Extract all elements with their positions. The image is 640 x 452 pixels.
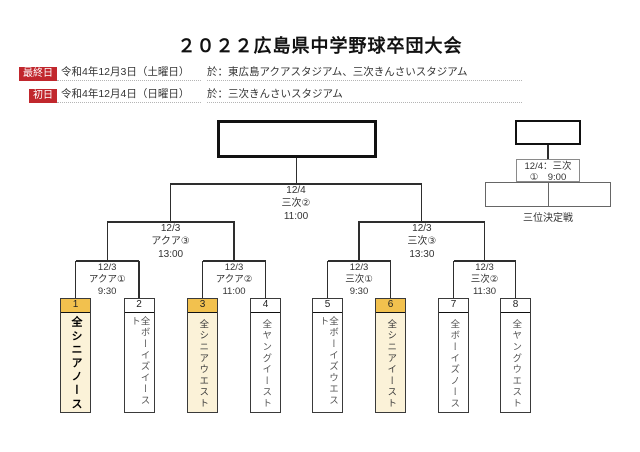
connector-third-place-riser — [547, 145, 549, 159]
quarterfinal2-time: 11:00 — [222, 286, 246, 298]
final-time: 11:00 — [283, 211, 309, 222]
third-place-time: ① 9:00 — [529, 172, 567, 183]
team-box-6: 6 全シニアイースト — [375, 298, 406, 413]
third-place-match-info: 12/4：三次 ① 9:00 — [516, 159, 580, 183]
semifinal-left-label: 12/3 アクア③ 13:00 — [151, 222, 189, 261]
quarterfinal2-date: 12/3 — [224, 261, 244, 273]
semifinal-left-venue: アクア③ — [151, 236, 190, 247]
team-box-5: 5 全ボーイズウエスト — [312, 298, 343, 413]
quarterfinal3-venue: 三次① — [345, 273, 373, 285]
team-box-7: 7 全ボーイズノース — [438, 298, 469, 413]
connector-team5-stub — [326, 261, 329, 298]
connector-semifinal-left-horizontal — [107, 221, 234, 223]
third-place-slot-left — [486, 183, 549, 206]
final-match-label: 12/4 三次② 11:00 — [282, 184, 311, 223]
connector-team7-stub — [452, 261, 455, 298]
quarterfinal3-date: 12/3 — [349, 261, 369, 273]
final-day-date: 令和4年12月3日（土曜日） — [57, 65, 201, 81]
first-day-venue: 於：三次きんさいスタジアム — [207, 87, 522, 103]
quarterfinal1-venue: アクア① — [88, 273, 126, 285]
connector-team6-stub — [389, 261, 392, 298]
team-seed-number: 2 — [124, 299, 154, 313]
team-name: 全シニアノース — [70, 316, 82, 412]
third-place-label: 三位決定戦 — [523, 213, 573, 224]
connector-semifinal-right-horizontal — [359, 221, 485, 223]
semifinal-left-time: 13:00 — [158, 249, 184, 260]
semifinal-right-time: 13:30 — [409, 249, 435, 260]
team-name: 全シニアイースト — [385, 318, 397, 410]
semifinal-right-venue: 三次③ — [407, 236, 437, 247]
connector-qf3-horizontal — [327, 260, 391, 262]
connector-semifinal-right-drop — [420, 183, 423, 221]
team-name: 全シニアウエスト — [197, 318, 209, 410]
team-box-1: 1 全シニアノース — [60, 298, 91, 413]
info-row-final-day: 最終日 令和4年12月3日（土曜日） 於：東広島アクアスタジアム、三次きんさいス… — [19, 65, 522, 81]
final-day-badge: 最終日 — [19, 67, 57, 81]
team-box-2: 2 全ボーイズイースト — [123, 298, 155, 413]
quarterfinal4-date: 12/3 — [475, 261, 494, 273]
third-place-winner-box — [515, 120, 581, 145]
quarterfinal1-date: 12/3 — [97, 261, 117, 273]
connector-team4-stub — [264, 261, 267, 298]
connector-final-horizontal — [170, 183, 422, 185]
team-seed-number: 4 — [251, 299, 280, 313]
quarterfinal3-time: 9:30 — [349, 286, 369, 298]
semifinal-right-date: 12/3 — [412, 223, 432, 234]
team-seed-number: 1 — [61, 299, 90, 313]
connector-qf1-horizontal — [75, 260, 139, 262]
quarterfinal4-time: 11:30 — [472, 286, 497, 298]
third-place-slot-right — [549, 183, 611, 206]
quarterfinal4-label: 12/3 三次② 11:30 — [471, 262, 499, 299]
first-day-date: 令和4年12月4日（日曜日） — [57, 87, 201, 103]
team-seed-number: 3 — [188, 299, 217, 313]
champion-box — [217, 120, 377, 158]
team-name: 全ヤングウエスト — [510, 318, 522, 410]
team-box-8: 8 全ヤングウエスト — [500, 298, 531, 413]
connector-champion-riser — [295, 158, 298, 183]
team-seed-number: 8 — [501, 299, 530, 313]
final-date: 12/4 — [286, 185, 306, 196]
quarterfinal2-venue: アクア② — [215, 273, 253, 285]
connector-qf2-drop — [233, 221, 235, 260]
team-seed-number: 7 — [439, 299, 468, 313]
final-day-venue: 於：東広島アクアスタジアム、三次きんさいスタジアム — [207, 65, 522, 81]
team-box-4: 4 全ヤングイースト — [250, 298, 281, 413]
quarterfinal3-label: 12/3 三次① 9:30 — [345, 262, 373, 299]
connector-team8-stub — [514, 261, 517, 298]
first-day-badge: 初日 — [29, 89, 57, 103]
quarterfinal1-time: 9:30 — [97, 286, 117, 298]
connector-semifinal-left-drop — [169, 183, 172, 221]
team-name: 全ボーイズイースト — [129, 316, 150, 407]
connector-qf3-drop — [358, 221, 360, 260]
info-row-first-day: 初日 令和4年12月4日（日曜日） 於：三次きんさいスタジアム — [19, 87, 522, 103]
connector-qf1-drop — [106, 221, 108, 260]
quarterfinal1-label: 12/3 アクア① 9:30 — [89, 262, 126, 299]
connector-qf2-horizontal — [202, 260, 266, 262]
third-place-slot-box — [485, 182, 611, 207]
connector-qf4-drop — [483, 221, 486, 260]
team-seed-number: 5 — [313, 299, 342, 313]
third-place-date-venue: 12/4：三次 — [524, 161, 572, 172]
team-box-3: 3 全シニアウエスト — [187, 298, 218, 413]
final-venue: 三次② — [281, 198, 311, 209]
page-title: ２０２２広島県中学野球卒団大会 — [177, 36, 463, 56]
team-seed-number: 6 — [376, 299, 405, 313]
semifinal-left-date: 12/3 — [160, 223, 181, 234]
connector-team2-stub — [138, 261, 140, 298]
quarterfinal2-label: 12/3 アクア② 11:00 — [216, 262, 253, 299]
semifinal-right-label: 12/3 三次③ 13:30 — [407, 222, 436, 261]
quarterfinal4-venue: 三次② — [470, 273, 499, 285]
team-name: 全ヤングイースト — [260, 318, 272, 410]
connector-team1-stub — [74, 261, 77, 298]
team-name: 全ボーイズウエスト — [317, 316, 339, 407]
connector-team3-stub — [201, 261, 204, 298]
connector-qf4-horizontal — [453, 260, 516, 262]
team-name: 全ボーイズノース — [448, 318, 460, 410]
